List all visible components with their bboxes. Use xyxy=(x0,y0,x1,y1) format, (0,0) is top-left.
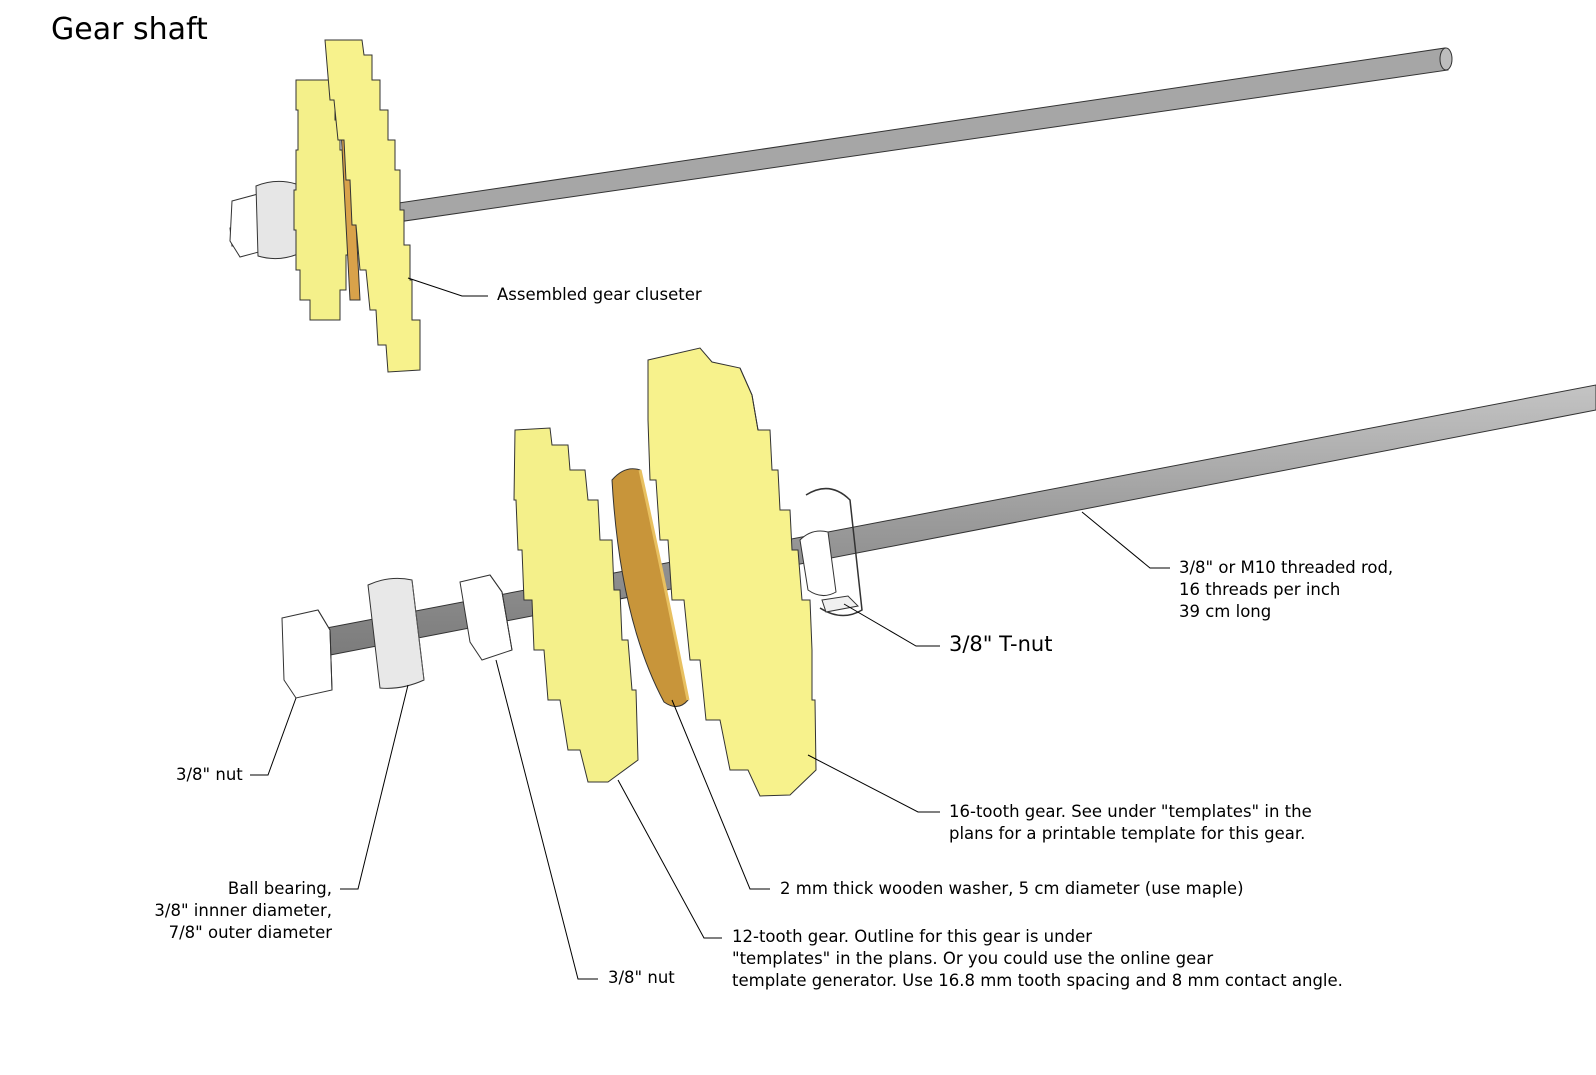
label-threaded-rod-line-2: 16 threads per inch xyxy=(1179,580,1341,599)
label-ball-bearing-line-3: 7/8" outer diameter xyxy=(168,923,332,942)
label-assembled-gear-cluster: Assembled gear cluseter xyxy=(497,285,702,304)
label-16-tooth-gear-line-2: plans for a printable template for this … xyxy=(949,824,1306,843)
label-ball-bearing-line-1: Ball bearing, xyxy=(227,879,332,898)
bottom-assembly xyxy=(281,347,1596,797)
bottom-gear-16 xyxy=(647,347,817,797)
label-12-tooth-gear: 12-tooth gear. Outline for this gear is … xyxy=(732,926,1343,992)
label-ball-bearing-line-2: 3/8" innner diameter, xyxy=(154,901,332,920)
leader-lines xyxy=(250,277,1170,980)
label-12-tooth-gear-line-1: 12-tooth gear. Outline for this gear is … xyxy=(732,927,1093,946)
label-wooden-washer: 2 mm thick wooden washer, 5 cm diameter … xyxy=(780,879,1244,898)
label-nut-middle: 3/8" nut xyxy=(608,968,675,987)
label-16-tooth-gear: 16-tooth gear. See under "templates" in … xyxy=(949,801,1312,845)
label-t-nut: 3/8" T-nut xyxy=(949,632,1053,656)
top-threaded-rod xyxy=(229,47,1449,247)
leader-rod xyxy=(1081,511,1170,569)
label-ball-bearing: Ball bearing, 3/8" innner diameter, 7/8"… xyxy=(140,878,332,944)
diagram-title: Gear shaft xyxy=(51,12,208,47)
bottom-nut-middle xyxy=(459,574,513,661)
bottom-t-nut xyxy=(799,487,863,617)
leader-nut-left xyxy=(250,697,297,776)
leader-washer xyxy=(671,699,770,890)
label-threaded-rod-line-3: 39 cm long xyxy=(1179,602,1272,621)
leader-tnut xyxy=(843,603,940,647)
top-gear-16 xyxy=(324,39,421,373)
bottom-gear-12 xyxy=(513,427,639,783)
top-assembly xyxy=(229,39,1453,373)
leader-gear12 xyxy=(617,779,722,939)
leader-nut-mid xyxy=(495,659,598,980)
leader-assembled xyxy=(407,277,488,297)
label-12-tooth-gear-line-3: template generator. Use 16.8 mm tooth sp… xyxy=(732,971,1343,990)
label-threaded-rod-line-1: 3/8" or M10 threaded rod, xyxy=(1179,558,1394,577)
bottom-washer xyxy=(611,468,690,707)
label-16-tooth-gear-line-1: 16-tooth gear. See under "templates" in … xyxy=(949,802,1312,821)
label-nut-left: 3/8" nut xyxy=(176,765,243,784)
label-threaded-rod: 3/8" or M10 threaded rod, 16 threads per… xyxy=(1179,557,1393,623)
leader-gear16 xyxy=(807,754,940,813)
bottom-nut-left xyxy=(281,609,333,699)
bottom-bearing xyxy=(367,577,425,689)
label-12-tooth-gear-line-2: "templates" in the plans. Or you could u… xyxy=(732,949,1214,968)
top-bearing xyxy=(255,180,299,260)
leader-bearing xyxy=(340,684,409,890)
